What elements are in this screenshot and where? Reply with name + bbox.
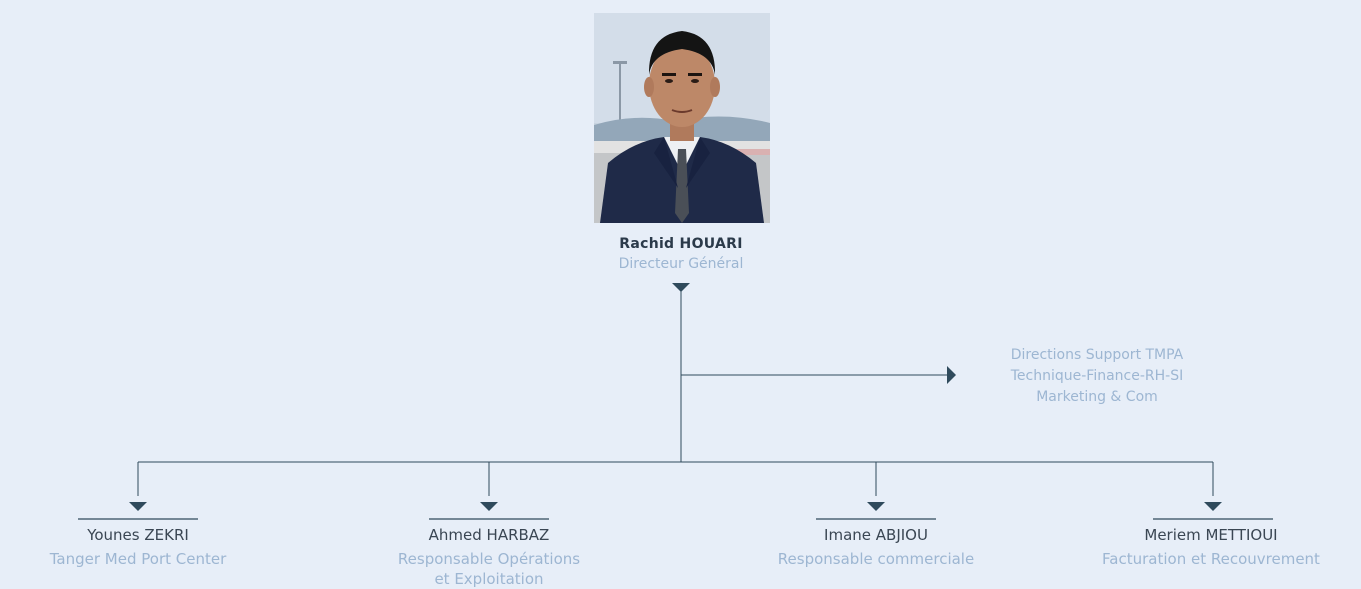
support-line-1: Directions Support TMPA [1010,347,1184,363]
support-line-3: Marketing & Com [1036,389,1158,405]
support-line-2: Technique-Finance-RH-SI [1010,368,1184,384]
drop-arrow-icon-4 [1204,502,1222,511]
report-role-2: Responsable Opérations et Exploitation [339,549,639,589]
support-directions: Directions Support TMPA Technique-Financ… [944,345,1250,408]
report-name-2: Ahmed HARBAZ [428,526,550,544]
report-name-1: Younes ZEKRI [87,526,189,544]
drop-arrow-icon-3 [867,502,885,511]
director-photo [594,13,770,223]
support-arrow-icon [947,366,956,384]
report-role-2-line-2: et Exploitation [434,570,544,588]
report-role-1: Tanger Med Port Center [49,550,227,568]
director-role: Directeur Général [618,256,744,272]
report-name-3: Imane ABJIOU [824,526,928,544]
director-arrow-icon [672,283,690,292]
director-name: Rachid HOUARI [619,236,743,252]
report-role-2-line-1: Responsable Opérations [397,550,581,568]
report-role-4: Facturation et Recouvrement [1102,550,1320,568]
report-role-3: Responsable commerciale [777,550,975,568]
drop-arrow-icon-1 [129,502,147,511]
drop-arrow-icon-2 [480,502,498,511]
report-name-4: Meriem METTIOUI [1144,526,1278,544]
